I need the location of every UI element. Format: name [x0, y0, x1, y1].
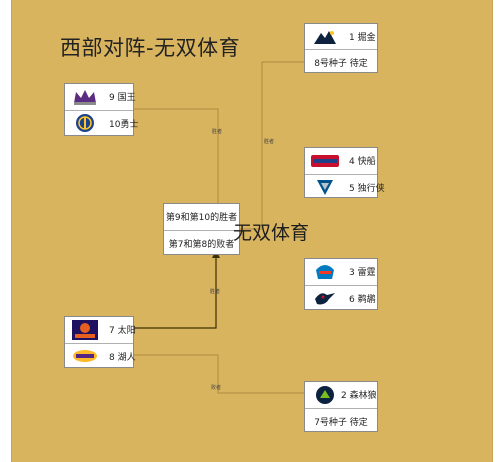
opponent-label: 7号种子 待定: [314, 417, 368, 428]
connector-lakers-loser: [133, 354, 305, 394]
page-title: 西部对阵-无双体育: [60, 36, 241, 60]
lakers-logo-icon: [71, 346, 99, 366]
team-label: 10勇士: [109, 119, 139, 130]
connector-tag: 胜者: [212, 129, 223, 135]
connector-tag: 胜者: [210, 289, 221, 295]
team-row-mavericks[interactable]: 5 独行侠: [305, 174, 385, 199]
team-label: 9 国王: [109, 93, 136, 103]
team-row-suns[interactable]: 7 太阳: [65, 317, 136, 342]
matchup-clippers-mavericks: 4 快船 5 独行侠: [304, 147, 385, 199]
team-label: 3 雷霆: [349, 268, 376, 278]
matchup-kings-warriors: 9 国王 10勇士: [64, 83, 138, 136]
clippers-logo-icon: [311, 151, 339, 171]
opponent-row-timberwolves[interactable]: 7号种子 待定: [305, 408, 377, 433]
team-label: 1 掘金: [349, 33, 376, 43]
team-label: 2 森林狼: [341, 391, 377, 401]
matchup-thunder-pelicans: 3 雷霆 6 鹈鹕: [304, 258, 378, 310]
team-row-warriors[interactable]: 10勇士: [65, 110, 138, 135]
team-label: 8 湖人: [109, 352, 136, 363]
team-row-pelicans[interactable]: 6 鹈鹕: [305, 285, 377, 310]
mavericks-logo-icon: [311, 177, 339, 197]
team-row-timberwolves[interactable]: 2 森林狼: [305, 382, 377, 407]
playin-bottom-label: 第7和第8的败者: [168, 239, 235, 250]
kings-logo-icon: [71, 87, 99, 107]
pelicans-logo-icon: [311, 288, 339, 308]
matchup-suns-lakers: 7 太阳 8 湖人: [64, 316, 136, 368]
team-label: 7 太阳: [109, 326, 136, 336]
opponent-label: 8号种子 待定: [314, 58, 368, 69]
connector-final-to-nuggets: [239, 61, 305, 230]
team-row-lakers[interactable]: 8 湖人: [65, 343, 136, 368]
connector-tag: 胜者: [264, 139, 275, 145]
thunder-logo-icon: [311, 262, 339, 282]
team-label: 5 独行侠: [349, 183, 385, 194]
playin-top-row[interactable]: 第9和第10的胜者: [164, 204, 239, 229]
watermark-text: 无双体育: [233, 222, 310, 244]
connector-suns-winner: [133, 258, 217, 329]
team-row-kings[interactable]: 9 国王: [65, 84, 136, 109]
team-label: 4 快船: [349, 157, 376, 167]
team-row-nuggets[interactable]: 1 掘金: [305, 24, 377, 49]
playin-top-label: 第9和第10的胜者: [165, 213, 238, 223]
playin-bottom-row[interactable]: 第7和第8的败者: [164, 230, 239, 255]
matchup-timberwolves: 2 森林狼 7号种子 待定: [304, 381, 378, 432]
playin-final-box: 第9和第10的胜者 第7和第8的败者: [163, 203, 240, 255]
team-row-thunder[interactable]: 3 雷霆: [305, 259, 377, 284]
suns-logo-icon: [71, 319, 99, 340]
timberwolves-logo-icon: [311, 385, 339, 405]
team-row-clippers[interactable]: 4 快船: [305, 148, 377, 173]
connector-9-10: [133, 108, 219, 203]
warriors-logo-icon: [71, 113, 99, 133]
team-label: 6 鹈鹕: [349, 294, 376, 305]
matchup-nuggets: 1 掘金 8号种子 待定: [304, 23, 378, 73]
connector-tag: 败者: [211, 385, 222, 391]
bracket-board: [11, 0, 493, 462]
nuggets-logo-icon: [311, 27, 339, 47]
opponent-row-nuggets[interactable]: 8号种子 待定: [305, 49, 377, 74]
